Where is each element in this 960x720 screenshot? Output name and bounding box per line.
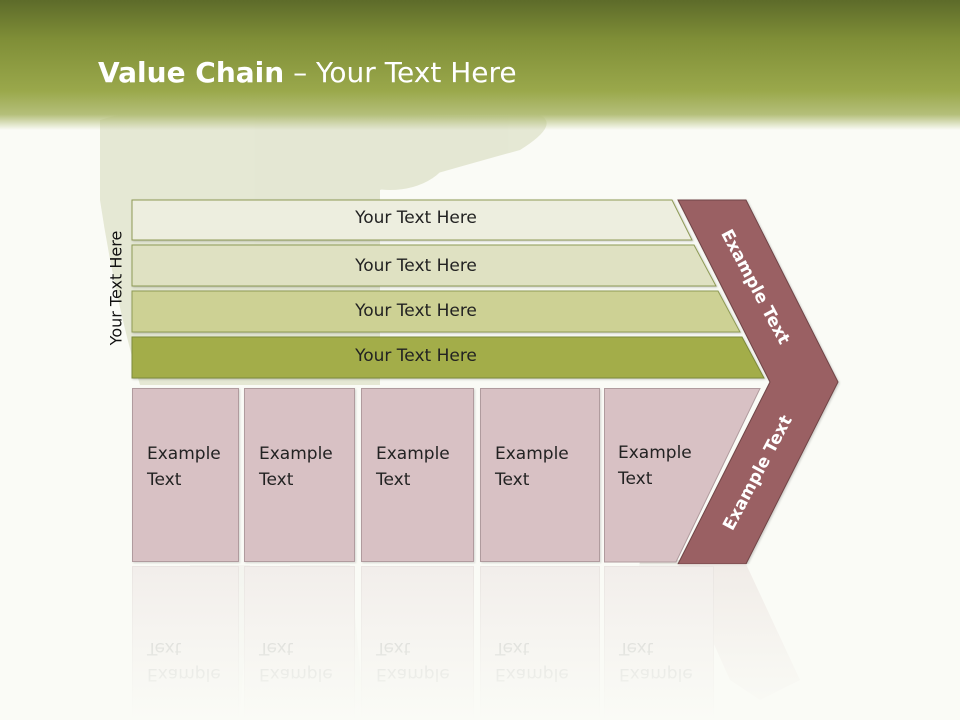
box-line-2: Text (376, 470, 411, 490)
bar-1 (131, 199, 693, 241)
box-line-2: Text (618, 469, 653, 489)
box-line-1: Example (259, 444, 333, 464)
box-line-1: Example (618, 443, 692, 463)
chevron-reflection (678, 564, 800, 700)
bar-3 (131, 290, 741, 333)
bar-2-label: Your Text Here (355, 256, 477, 276)
activity-box-5-shape (604, 388, 761, 563)
box-line-2: Text (259, 470, 294, 490)
bar-4-label: Your Text Here (355, 346, 477, 366)
slide-title: Value Chain – Your Text Here (98, 56, 517, 89)
title-bold: Value Chain (98, 56, 285, 89)
box-line-2: Text (495, 470, 530, 490)
box-line-2: Text (147, 470, 182, 490)
bar-1-label: Your Text Here (355, 208, 477, 228)
title-banner (0, 0, 960, 130)
bar-2 (131, 244, 717, 287)
box-line-1: Example (376, 444, 450, 464)
box-line-1: Example (495, 444, 569, 464)
bar-3-label: Your Text Here (355, 301, 477, 321)
activity-box-5 (604, 388, 761, 563)
bar-4 (131, 336, 765, 379)
box-line-1: Example (147, 444, 221, 464)
title-rest: – Your Text Here (284, 56, 517, 89)
